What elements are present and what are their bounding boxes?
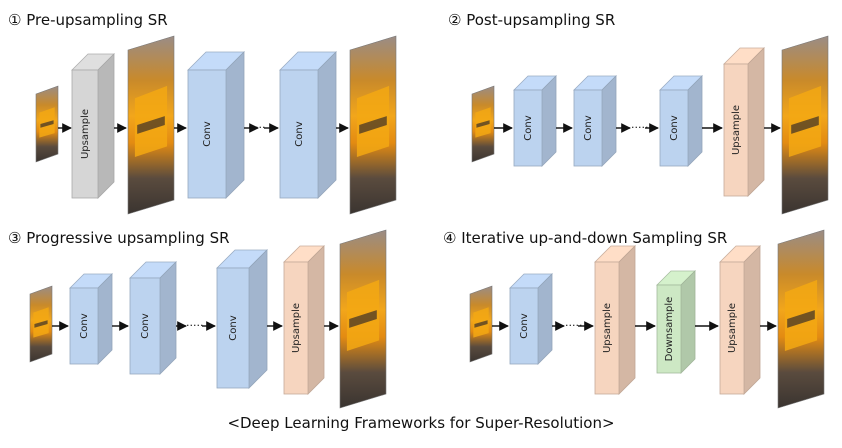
block-side-face — [538, 274, 552, 364]
block-side-face — [98, 274, 112, 364]
block-label: Conv — [523, 115, 534, 140]
block-label: Upsample — [731, 105, 742, 155]
ellipsis-dots: ····· — [248, 121, 265, 134]
low-res-input-image — [470, 286, 492, 362]
block-side-face — [226, 52, 244, 198]
block-label: Conv — [228, 315, 239, 340]
block-side-face — [318, 52, 336, 198]
block-label: Conv — [669, 115, 680, 140]
block-side-face — [744, 246, 760, 394]
block-label: Conv — [140, 313, 151, 338]
block-label: Conv — [79, 313, 90, 338]
block-side-face — [160, 262, 176, 374]
block-side-face — [542, 76, 556, 166]
block-side-face — [681, 271, 695, 373]
block-side-face — [602, 76, 616, 166]
low-res-input-image — [30, 286, 52, 362]
conv-block: Conv — [660, 76, 702, 166]
upsample-block: Upsample — [595, 246, 635, 394]
conv-block: Conv — [70, 274, 112, 364]
block-label: Conv — [519, 313, 530, 338]
ellipsis-dots: ····· — [186, 319, 203, 332]
block-label: Conv — [583, 115, 594, 140]
block-side-face — [98, 54, 114, 198]
conv-block: Conv — [188, 52, 244, 198]
block-label: Upsample — [80, 109, 91, 159]
downsample-block: Downsample — [657, 271, 695, 373]
conv-block: Conv — [574, 76, 616, 166]
block-label: Conv — [294, 121, 305, 146]
upsample-block: Upsample — [72, 54, 114, 198]
block-side-face — [688, 76, 702, 166]
conv-block: Conv — [514, 76, 556, 166]
upsample-block: Upsample — [284, 246, 324, 394]
low-res-input-image — [472, 86, 494, 162]
conv-block: Conv — [217, 250, 267, 388]
figure-caption: <Deep Learning Frameworks for Super-Reso… — [0, 414, 842, 432]
low-res-input-image — [36, 86, 58, 162]
conv-block: Conv — [510, 274, 552, 364]
upsampled-image — [128, 36, 174, 214]
block-label: Upsample — [602, 303, 613, 353]
block-label: Downsample — [664, 297, 675, 362]
block-side-face — [748, 48, 764, 196]
upsample-block: Upsample — [724, 48, 764, 196]
block-side-face — [249, 250, 267, 388]
high-res-output-image — [778, 230, 824, 408]
block-label: Upsample — [727, 303, 738, 353]
conv-block: Conv — [130, 262, 176, 374]
upsample-block: Upsample — [720, 246, 760, 394]
conv-block: Conv — [280, 52, 336, 198]
high-res-output-image — [350, 36, 396, 214]
block-side-face — [308, 246, 324, 394]
block-label: Conv — [202, 121, 213, 146]
high-res-output-image — [782, 36, 828, 214]
high-res-output-image — [340, 230, 386, 408]
block-label: Upsample — [291, 303, 302, 353]
block-side-face — [619, 246, 635, 394]
